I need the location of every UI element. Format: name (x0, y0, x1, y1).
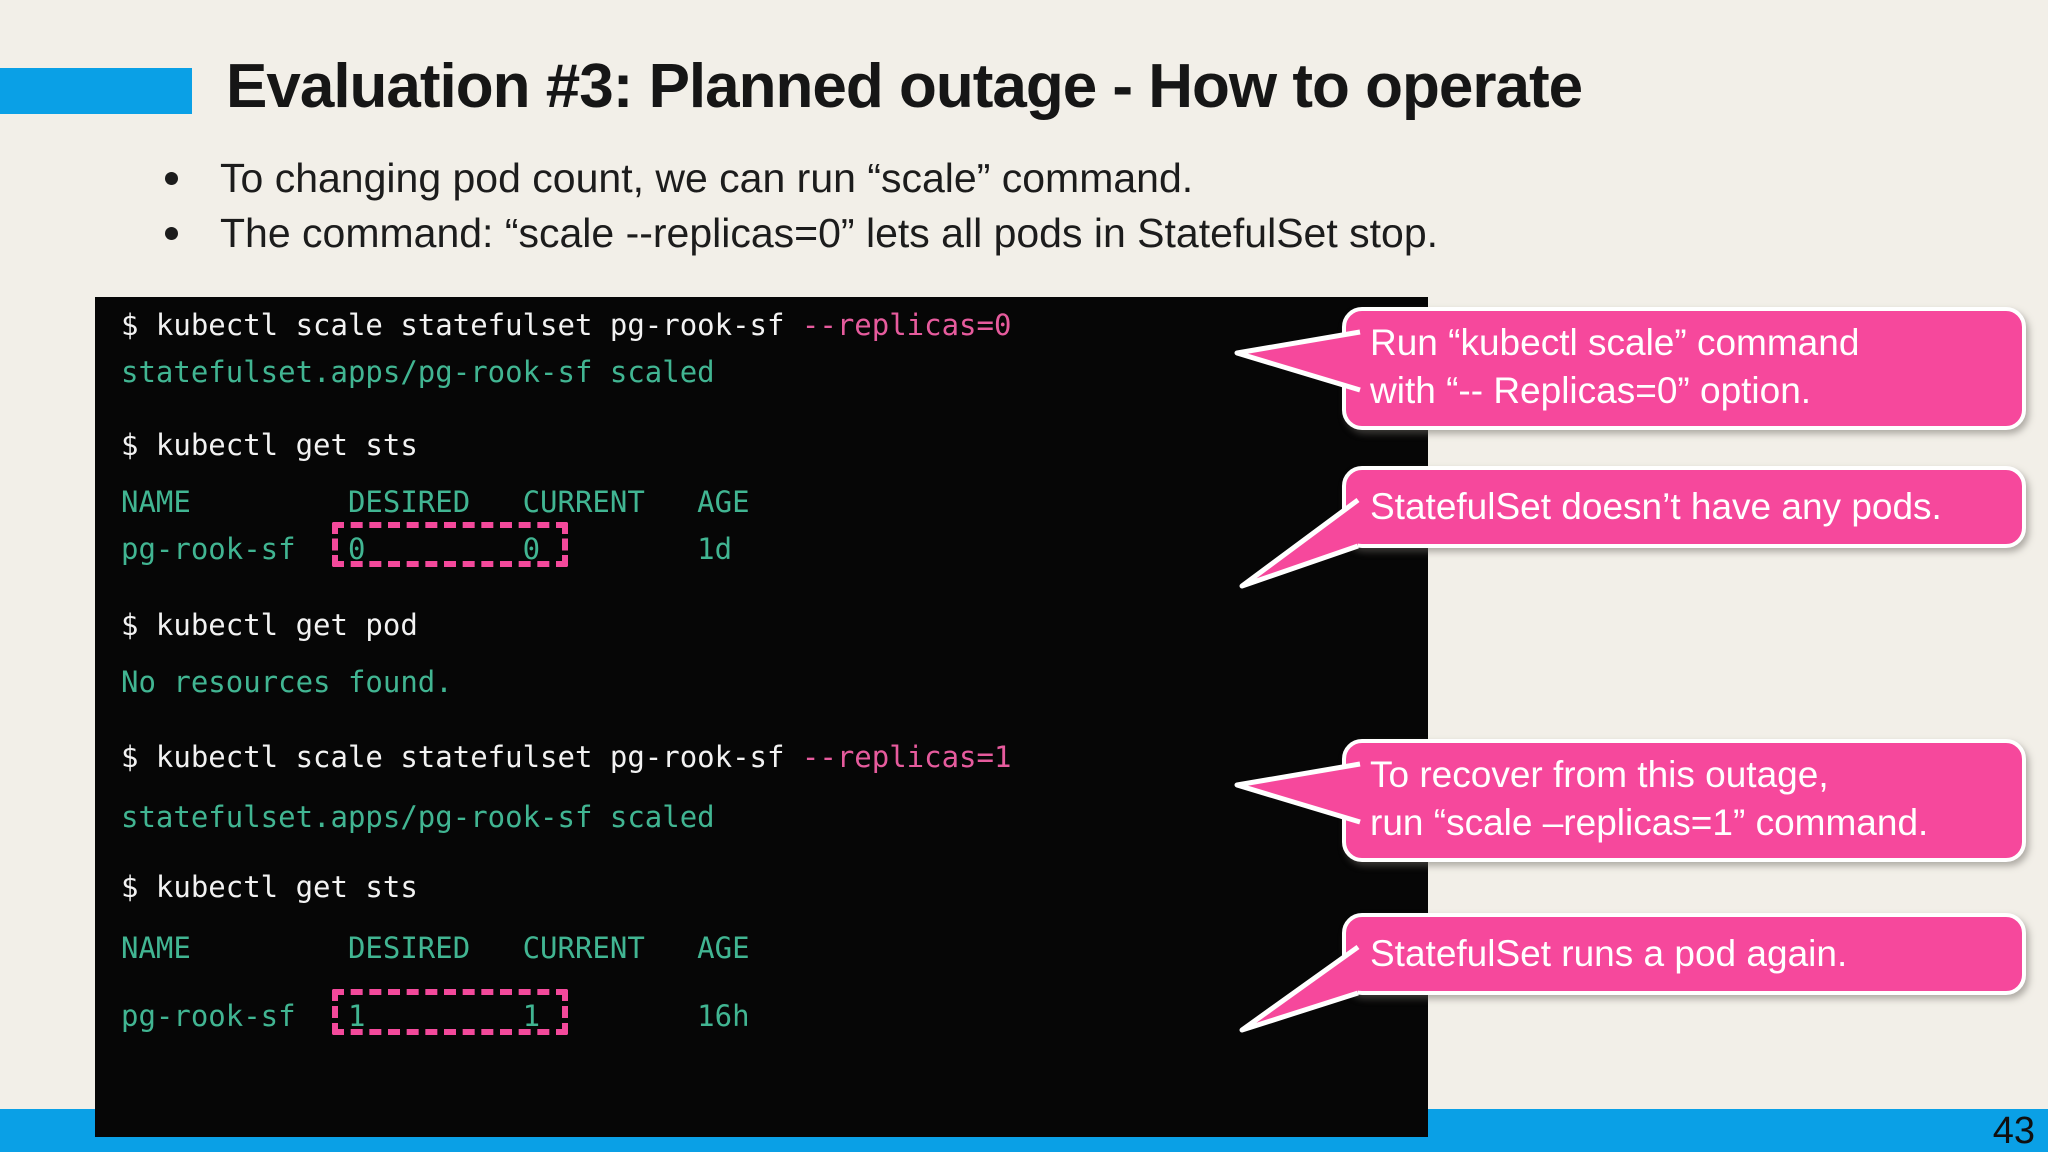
bullet-text: The command: “scale --replicas=0” lets a… (220, 210, 1439, 256)
terminal-text: statefulset.apps/pg-rook-sf scaled (121, 800, 715, 834)
bullet-dot-icon (165, 172, 178, 185)
page-number: 43 (1992, 1110, 2035, 1152)
bullet-text: To changing pod count, we can run “scale… (220, 155, 1194, 201)
highlight-box-replicas-one (332, 989, 568, 1035)
terminal-command-line: $ kubectl scale statefulset pg-rook-sf -… (121, 307, 1011, 343)
terminal-text: $ kubectl scale statefulset pg-rook-sf (121, 308, 802, 342)
terminal-command-line: $ kubectl get sts (121, 427, 418, 463)
terminal-table-row: pg-rook-sf 1 1 16h (121, 998, 750, 1034)
highlight-box-replicas-zero (332, 522, 568, 567)
callout-text: run “scale –replicas=1” command. (1370, 802, 1929, 843)
callout-text: Run “kubectl scale” command (1370, 322, 1860, 363)
terminal-text: $ kubectl get sts (121, 870, 418, 904)
terminal-text: $ kubectl get sts (121, 428, 418, 462)
terminal-command-line: $ kubectl scale statefulset pg-rook-sf -… (121, 739, 1011, 775)
terminal-text: No resources found. (121, 665, 453, 699)
callout-text: StatefulSet runs a pod again. (1370, 933, 1848, 974)
terminal-text: pg-rook-sf 0 0 1d (121, 532, 733, 566)
bullet-list: To changing pod count, we can run “scale… (165, 151, 1438, 261)
callout-text: with “-- Replicas=0” option. (1370, 370, 1812, 411)
terminal-command-line: $ kubectl get pod (121, 607, 418, 643)
terminal-text: $ kubectl get pod (121, 608, 418, 642)
terminal-table-header: NAME DESIRED CURRENT AGE (121, 930, 750, 966)
callout-scale-command: Run “kubectl scale” command with “-- Rep… (1342, 307, 2026, 430)
terminal-text: NAME DESIRED CURRENT AGE (121, 931, 750, 965)
bullet-item: To changing pod count, we can run “scale… (165, 151, 1438, 206)
terminal-flag-text: --replicas=0 (801, 308, 1012, 342)
terminal-output-line: statefulset.apps/pg-rook-sf scaled (121, 354, 715, 390)
bullet-dot-icon (165, 227, 178, 240)
terminal-command-line: $ kubectl get sts (121, 869, 418, 905)
terminal-text: pg-rook-sf 1 1 16h (121, 999, 750, 1033)
callout-text: To recover from this outage, (1370, 754, 1829, 795)
bullet-item: The command: “scale --replicas=0” lets a… (165, 206, 1438, 261)
title-accent-bar (0, 68, 192, 114)
terminal-output-line: No resources found. (121, 664, 453, 700)
terminal-text: statefulset.apps/pg-rook-sf scaled (121, 355, 715, 389)
callout-text: StatefulSet doesn’t have any pods. (1370, 486, 1942, 527)
page-title: Evaluation #3: Planned outage - How to o… (226, 52, 1583, 121)
callout-pod-again: StatefulSet runs a pod again. (1342, 913, 2026, 995)
terminal-flag-text: --replicas=1 (801, 740, 1012, 774)
terminal-table-row: pg-rook-sf 0 0 1d (121, 531, 732, 567)
callout-no-pods: StatefulSet doesn’t have any pods. (1342, 466, 2026, 548)
terminal-text: NAME DESIRED CURRENT AGE (121, 485, 750, 519)
terminal-window: $ kubectl scale statefulset pg-rook-sf -… (95, 297, 1428, 1137)
callout-recover: To recover from this outage, run “scale … (1342, 739, 2026, 862)
terminal-text: $ kubectl scale statefulset pg-rook-sf (121, 740, 802, 774)
terminal-table-header: NAME DESIRED CURRENT AGE (121, 484, 750, 520)
terminal-output-line: statefulset.apps/pg-rook-sf scaled (121, 799, 715, 835)
